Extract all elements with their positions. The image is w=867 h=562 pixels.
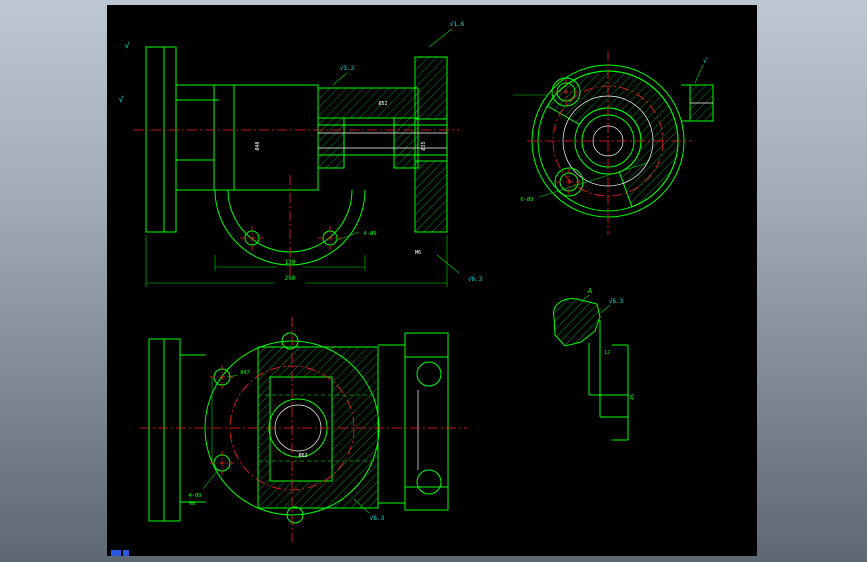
annotation-label: √3.2 <box>340 65 355 72</box>
end-plate-outline <box>414 56 448 233</box>
side-tab-outline <box>404 332 449 511</box>
view-front-section <box>145 28 460 287</box>
annotation-label: 4-Ø9 <box>363 230 376 237</box>
annotation-label: √6.3 <box>609 298 624 305</box>
gland-hatch <box>317 87 419 119</box>
annotation-label: 12 <box>604 350 610 356</box>
annotation-label: 130 <box>285 259 296 266</box>
tab-hole <box>416 469 442 495</box>
centerlines-front <box>133 129 459 275</box>
body-outline <box>213 84 319 191</box>
leaders <box>202 374 370 514</box>
end-plate-hatch-bottom <box>414 160 448 233</box>
annotation-label: Ø35 <box>420 141 427 150</box>
bolt-circle <box>552 85 664 197</box>
annotation-label: Ø40 <box>254 141 261 150</box>
annotation-label: 6-Ø9 <box>520 196 533 203</box>
end-plate-hatch-top <box>414 56 448 120</box>
bolt-hole <box>286 506 304 524</box>
annotation-label: M8 <box>189 501 195 507</box>
side-tab-steps <box>378 344 448 504</box>
flange-connectors <box>180 354 206 503</box>
section-hatch <box>546 70 679 208</box>
watermark-mark <box>123 550 129 556</box>
flange-outline <box>145 46 177 233</box>
centerlines-end <box>527 51 692 235</box>
bolt-hole-boss <box>551 77 581 107</box>
view-detail-a <box>553 294 629 441</box>
annotation-label: √ <box>703 57 708 65</box>
annotation-label: 45 <box>630 394 636 400</box>
bolt-circle <box>229 365 355 491</box>
bore-detail-lines <box>318 132 447 149</box>
annotation-label: 250 <box>285 275 296 282</box>
annotation-label: √6.3 <box>468 276 483 283</box>
watermark <box>111 550 129 556</box>
centerline <box>133 129 459 275</box>
annotation-label: Ø52 <box>378 100 387 107</box>
bore-lines <box>318 124 447 156</box>
annotation-label: Ø47 <box>240 369 249 376</box>
bolt-hole-crosshair <box>210 365 234 475</box>
hidden-lines <box>258 394 378 462</box>
annotation-label: M6 <box>415 250 421 256</box>
pocket-outline <box>269 376 333 482</box>
tab-hole <box>416 361 442 387</box>
annotation-label: 4-Ø9 <box>188 492 201 499</box>
annotation-label: √1.6 <box>450 21 465 28</box>
watermark-mark <box>111 550 121 556</box>
leader-lines <box>513 64 704 198</box>
bolt-hole <box>281 332 299 350</box>
annotation-label: √6.3 <box>370 515 385 522</box>
centerline <box>140 317 467 542</box>
detail-leaders <box>580 294 611 314</box>
body-outline <box>257 346 379 509</box>
bolt-hole-crosshair <box>240 226 342 250</box>
annotation-label: A <box>588 287 593 295</box>
bolt-hole-crosshair <box>553 79 582 195</box>
annotation-label: √ <box>125 41 130 50</box>
dimension-lines <box>145 28 460 287</box>
body-connectors <box>176 84 219 191</box>
annotation-label: √ <box>119 95 124 104</box>
tab-connectors <box>681 84 690 122</box>
body-hatch <box>257 346 379 509</box>
bolt-hole-boss <box>554 167 584 197</box>
centerline <box>527 51 692 235</box>
centerlines-bottom <box>140 317 467 542</box>
detail-lines <box>588 320 629 441</box>
annotation-label: Ø62 <box>298 452 307 459</box>
view-bottom-section <box>148 332 449 524</box>
lug-section-hatch <box>553 298 601 347</box>
